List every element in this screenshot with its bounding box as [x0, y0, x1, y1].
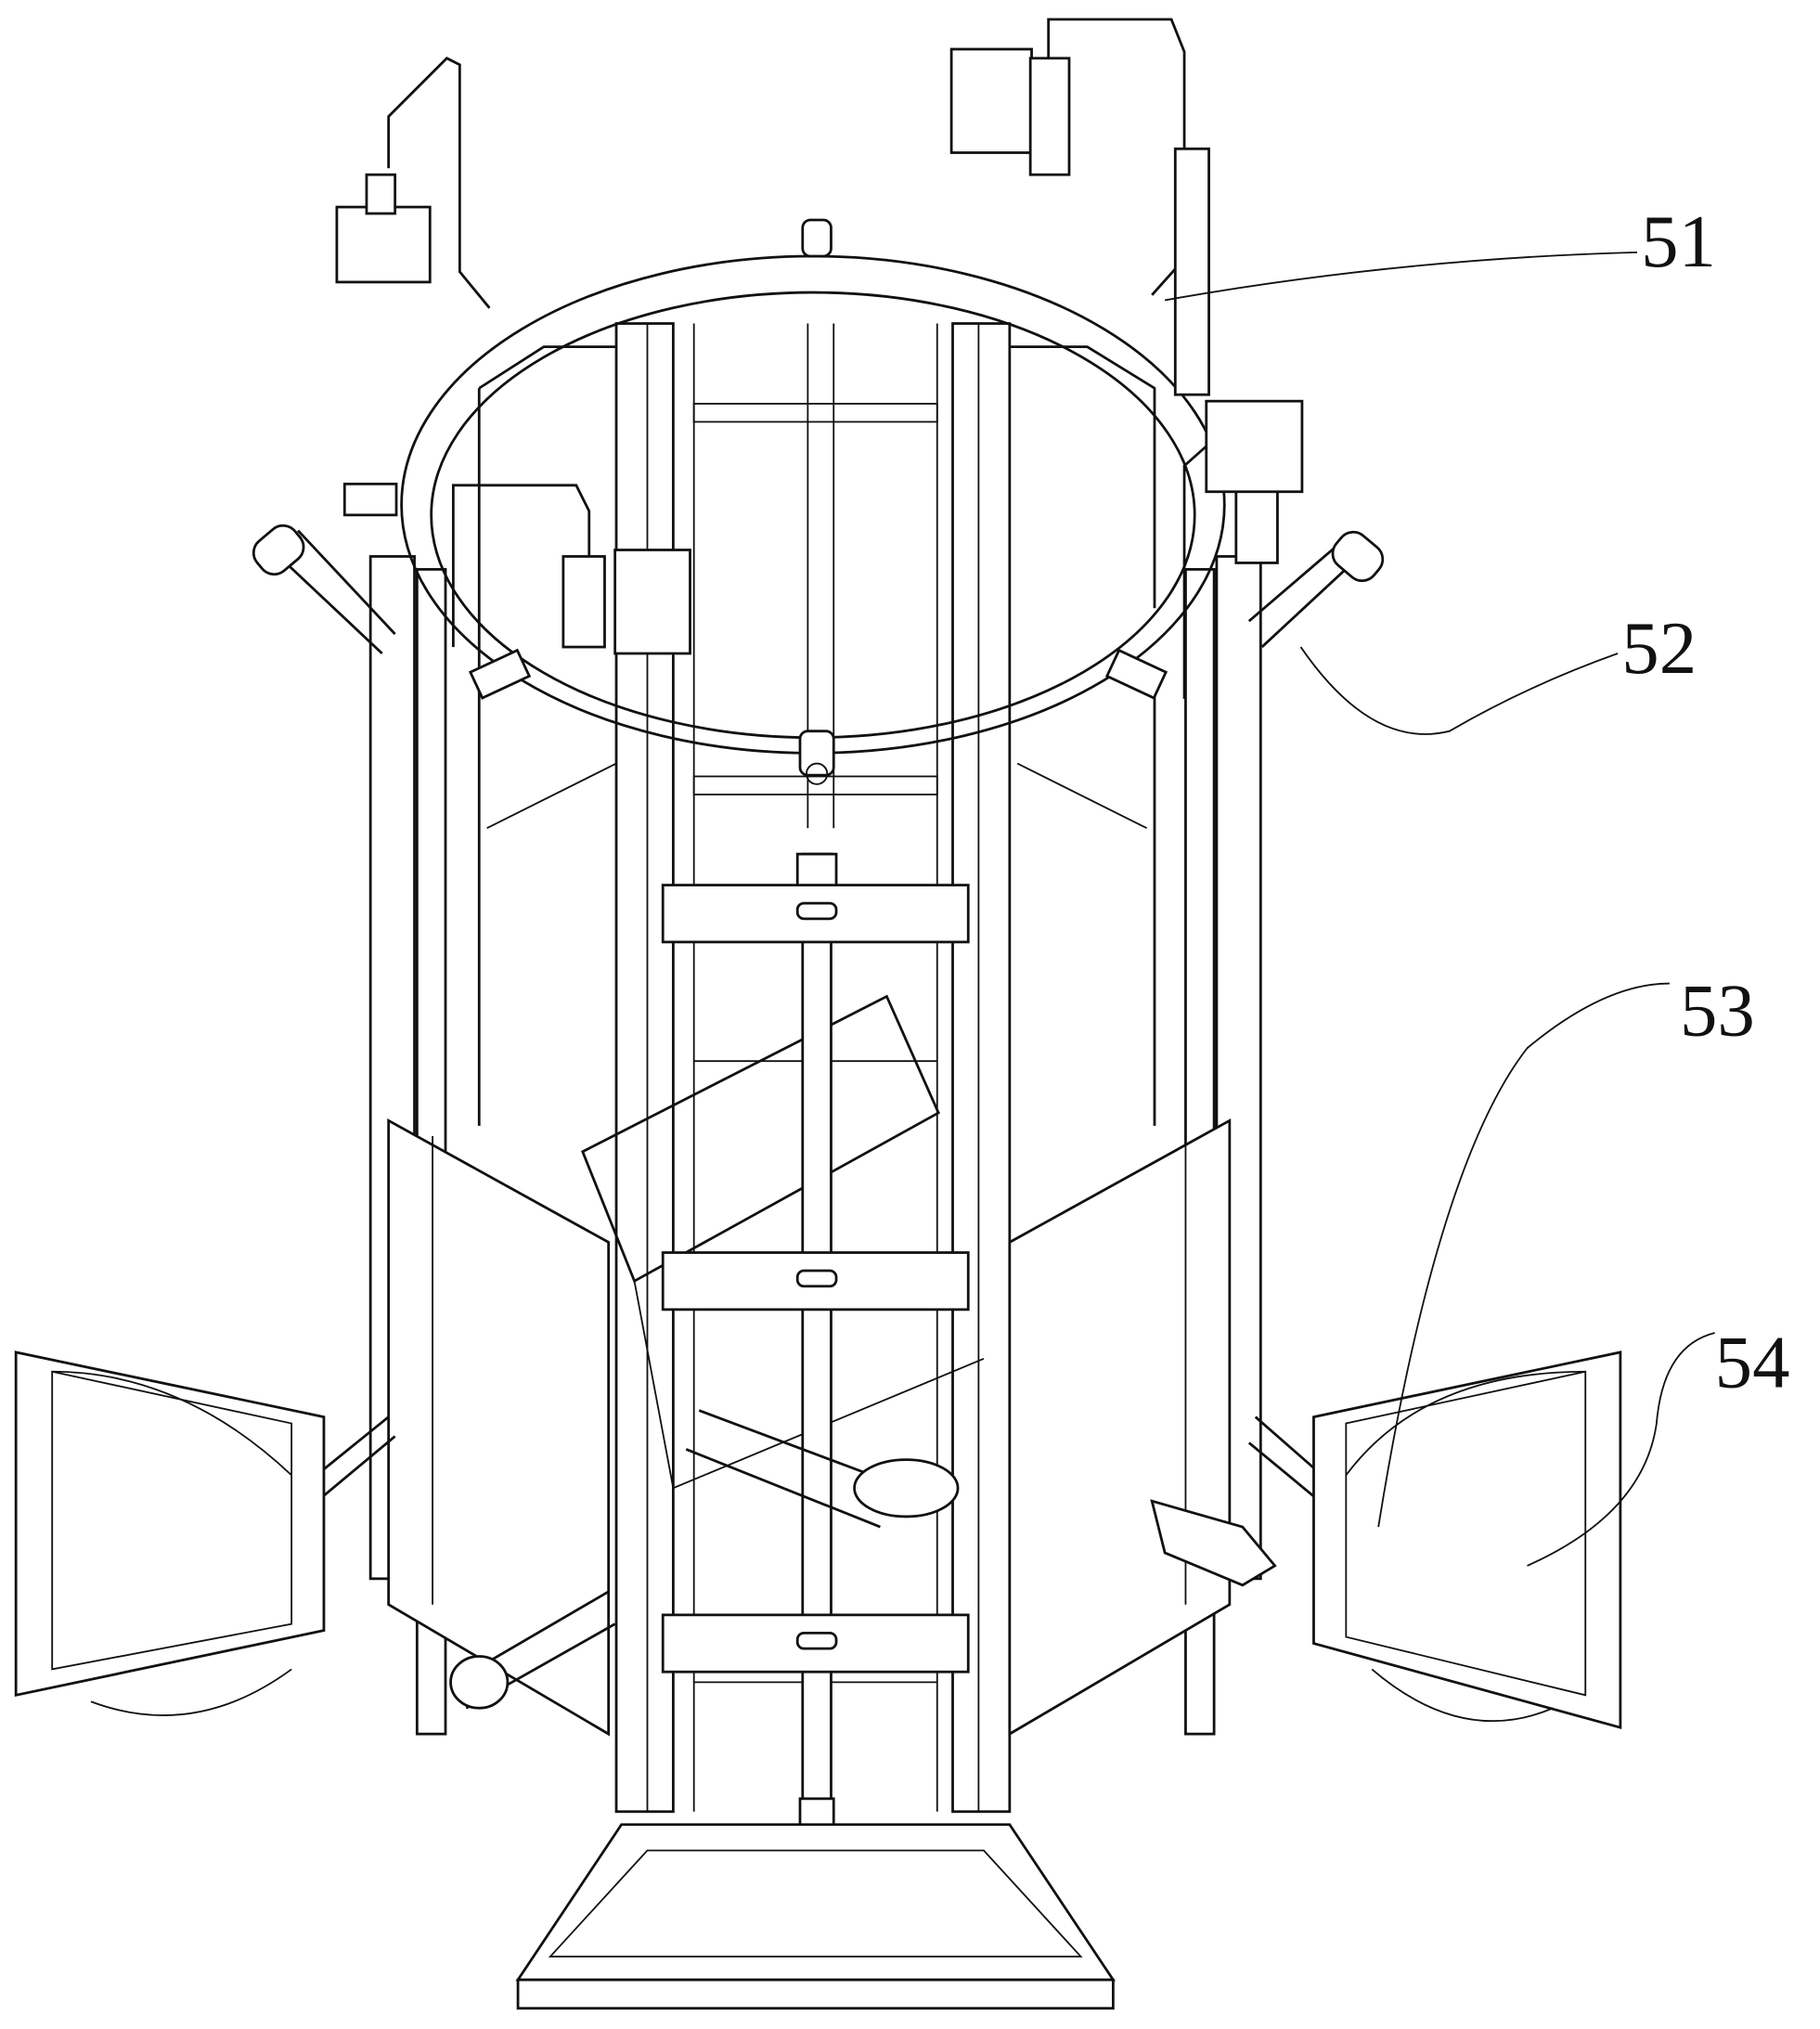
callout-52: 52 — [1621, 607, 1697, 690]
spray-ring — [402, 220, 1225, 784]
callout-53: 53 — [1680, 969, 1755, 1052]
callout-51: 51 — [1641, 200, 1716, 283]
callout-54: 54 — [1715, 1322, 1790, 1404]
frame-structure — [370, 324, 1274, 2009]
